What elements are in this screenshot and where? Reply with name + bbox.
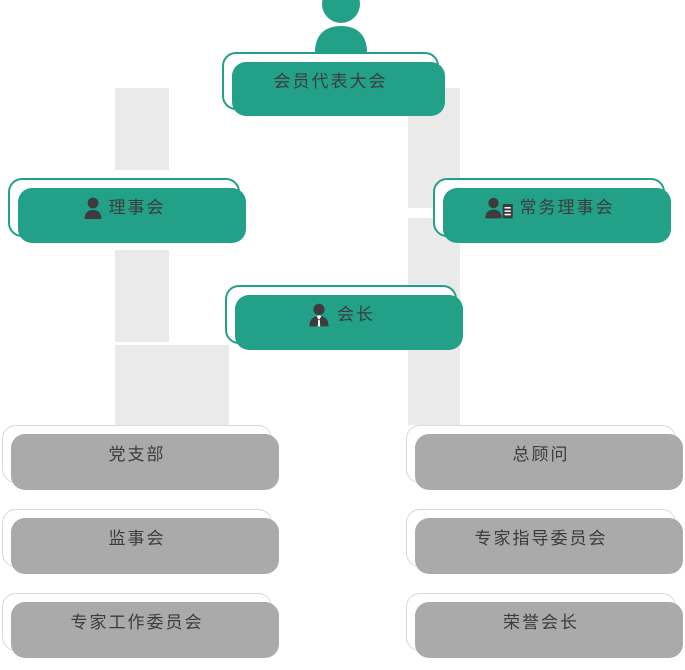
rail-right-vertical-3: [408, 345, 460, 425]
node-standing-council-label: 常务理事会: [519, 198, 615, 217]
node-supervisory-board-label: 监事会: [108, 528, 166, 548]
node-chief-advisor[interactable]: 总顾问: [406, 425, 683, 490]
rail-left-vertical: [115, 88, 169, 170]
rail-left-vertical-3: [115, 345, 169, 425]
node-honorary-president-label: 荣誉会长: [503, 612, 579, 632]
node-council[interactable]: 理事会: [8, 178, 246, 243]
node-assembly-label: 会员代表大会: [273, 71, 388, 91]
node-expert-work-committee[interactable]: 专家工作委员会: [2, 593, 279, 658]
person-document-icon: [484, 197, 514, 219]
person-icon: [83, 197, 103, 219]
node-expert-guidance-committee[interactable]: 专家指导委员会: [406, 509, 683, 574]
node-standing-council[interactable]: 常务理事会: [433, 178, 671, 243]
rail-center-bottom: [169, 345, 229, 425]
person-suit-icon: [307, 303, 331, 327]
rail-left-vertical-2: [115, 250, 169, 342]
node-president[interactable]: 会长: [225, 285, 463, 350]
node-council-label: 理事会: [108, 198, 166, 217]
node-expert-guidance-committee-label: 专家指导委员会: [474, 528, 608, 548]
node-supervisory-board[interactable]: 监事会: [2, 509, 279, 574]
node-expert-work-committee-label: 专家工作委员会: [70, 612, 204, 632]
person-icon: [305, 0, 377, 57]
node-president-label: 会长: [337, 305, 375, 324]
node-honorary-president[interactable]: 荣誉会长: [406, 593, 683, 658]
node-party-branch-label: 党支部: [108, 444, 166, 464]
node-assembly[interactable]: 会员代表大会: [222, 52, 445, 116]
node-chief-advisor-label: 总顾问: [512, 444, 570, 464]
node-party-branch[interactable]: 党支部: [2, 425, 279, 490]
